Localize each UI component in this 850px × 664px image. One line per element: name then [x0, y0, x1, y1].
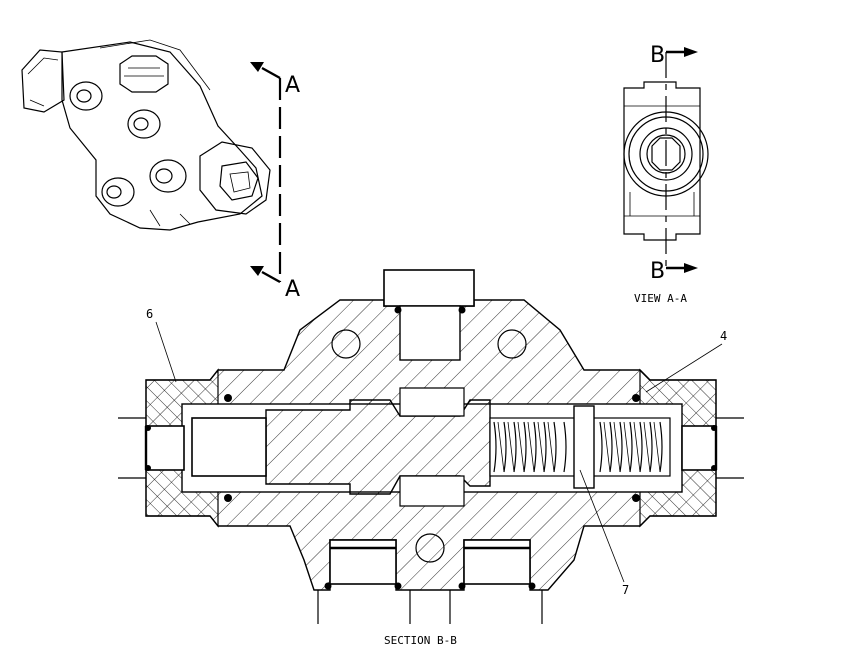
- section-b-b: [118, 269, 744, 624]
- section-a-cut-line: A A: [250, 62, 300, 302]
- section-a-label-top: A: [285, 73, 300, 98]
- callout-7: 7: [622, 583, 629, 597]
- section-b-label-bottom: B: [650, 259, 665, 284]
- spool: [265, 399, 491, 495]
- section-b-b-title: SECTION B-B: [384, 634, 457, 647]
- section-a-label-bottom: A: [285, 277, 300, 302]
- callouts: 6 4 7: [146, 307, 727, 597]
- spring: [489, 405, 671, 489]
- view-a-a: B B VIEW A-A: [623, 43, 709, 305]
- view-a-a-title: VIEW A-A: [634, 292, 687, 305]
- section-b-label-top: B: [650, 43, 665, 68]
- callout-6: 6: [146, 307, 153, 321]
- isometric-valve-view: [21, 39, 271, 231]
- callout-4: 4: [720, 329, 727, 343]
